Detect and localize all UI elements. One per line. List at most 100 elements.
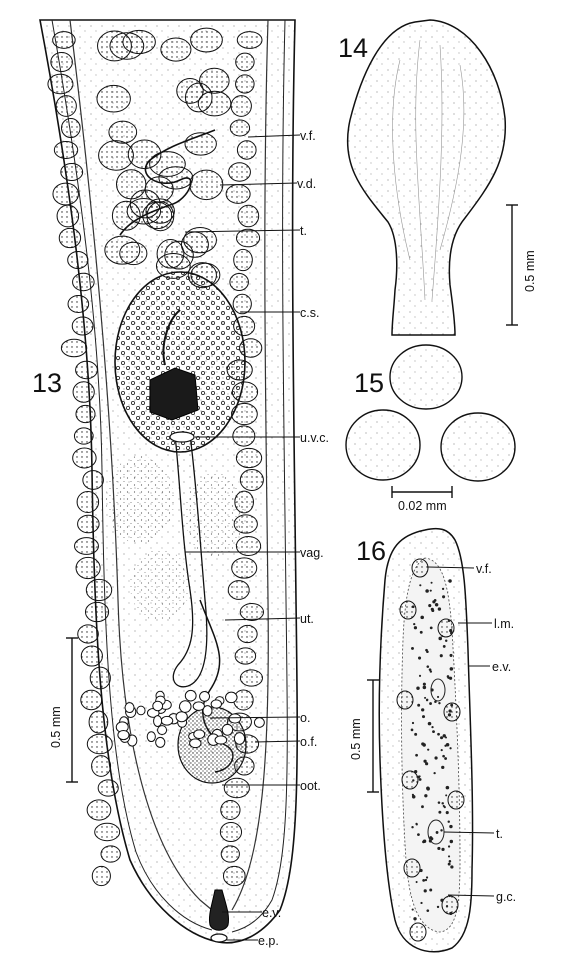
gland-cell-dot <box>433 771 436 775</box>
fig13-number: 13 <box>32 368 62 398</box>
vitelline-follicle <box>94 822 121 842</box>
fig16-follicle <box>401 770 419 790</box>
fig13-scale-label: 0.5 mm <box>49 706 63 748</box>
gland-cell-dot <box>429 670 433 673</box>
fig16-scale-bar: 0.5 mm <box>349 679 379 793</box>
gland-cell-dot <box>411 646 414 650</box>
gland-cell-dot <box>440 898 444 902</box>
testis-cell <box>176 77 204 104</box>
testis-cell <box>180 231 209 258</box>
gland-cell-dot <box>423 759 427 763</box>
gland-cell-dot <box>450 631 453 635</box>
gland-cell-dot <box>445 811 449 815</box>
vitelline-follicle <box>84 601 110 623</box>
gland-cell-dot <box>415 881 418 884</box>
fig13-cuticle-right <box>231 19 288 933</box>
vitelline-follicle <box>237 204 260 228</box>
ovary-cell <box>221 723 234 736</box>
gland-cell-dot <box>436 905 440 909</box>
fig16-scale-label: 0.5 mm <box>349 718 363 760</box>
gland-cell-dot <box>441 802 444 805</box>
gland-cell-dot <box>415 753 418 757</box>
vitelline-follicle <box>86 799 112 821</box>
gland-cell-dot <box>442 595 446 599</box>
testis-cell <box>190 27 223 53</box>
vas-deferens <box>119 129 216 236</box>
fig16-follicle <box>409 922 427 942</box>
figure-13: 13 0.5 mm v.f. v.d. t. c.s. u.v.c. vag. … <box>32 19 329 948</box>
vitelline-follicle <box>80 689 103 711</box>
vitelline-follicle <box>67 250 89 270</box>
vitelline-follicle <box>228 162 251 182</box>
gland-cell-dot <box>450 865 454 869</box>
gland-cell-dot <box>447 713 452 717</box>
testis-cell <box>189 169 224 201</box>
testis-cell <box>145 198 175 224</box>
gland-cell-dot <box>442 645 446 648</box>
gland-cell-dot <box>430 837 434 841</box>
gland-cell-dot <box>437 732 440 736</box>
fig16-follicle <box>396 690 414 710</box>
gland-cell-dot <box>446 675 450 678</box>
gland-cell-dot <box>431 726 434 729</box>
gland-cell-dot <box>428 604 432 608</box>
figure-14: 14 0.5 mm <box>338 19 537 336</box>
vitelline-follicle <box>222 865 246 887</box>
vitelline-follicle <box>229 272 249 292</box>
ovary-cell <box>214 735 228 745</box>
gland-cell-dot <box>411 908 414 911</box>
vitelline-follicle <box>91 755 112 777</box>
vitelline-follicle <box>239 669 263 687</box>
gland-cell-dot <box>448 579 452 583</box>
gland-cell-dot <box>414 732 418 736</box>
ovary-cell <box>189 738 202 749</box>
ovary-cell <box>210 699 223 709</box>
gland-cell-dot <box>448 676 453 680</box>
gland-cell-dot <box>438 701 441 705</box>
vitelline-follicle <box>50 51 73 73</box>
shaded-area-left <box>106 456 174 544</box>
gland-cell-dot <box>447 845 451 848</box>
label-ep: e.p. <box>258 934 279 948</box>
vitelline-follicle <box>91 865 111 887</box>
gland-cell-dot <box>421 805 424 809</box>
gland-cell-dot <box>444 639 448 642</box>
gland-cell-dot <box>449 911 453 916</box>
gland-cell-dot <box>437 801 441 804</box>
gland-cell-dot <box>441 587 445 591</box>
fig13-annotations: v.f. v.d. t. c.s. u.v.c. vag. ut. o. o.f… <box>184 129 329 948</box>
vitelline-follicle <box>236 140 257 160</box>
gland-cell-dot <box>434 602 439 607</box>
testis-cell <box>122 29 156 55</box>
ovary-cell <box>117 729 130 741</box>
gland-cell-dot <box>449 653 453 657</box>
gland-cell-dot <box>412 779 415 782</box>
gland-cell-dot <box>423 889 427 893</box>
label-cs: c.s. <box>300 306 319 320</box>
gland-cell-dot <box>440 829 443 832</box>
fig15-number: 15 <box>354 368 384 398</box>
vitelline-follicle <box>233 248 253 272</box>
vitelline-follicle <box>72 447 97 469</box>
vitelline-follicle <box>71 316 94 336</box>
vitelline-follicle <box>52 31 76 49</box>
gland-cell-dot <box>444 736 448 739</box>
vitelline-follicle <box>235 447 263 469</box>
fig15-scale-bar: 0.02 mm <box>391 486 453 513</box>
vitelline-follicle <box>76 490 100 514</box>
gland-cell-dot <box>426 786 430 791</box>
gland-cell-dot <box>441 765 445 770</box>
gland-cell-dot <box>435 831 439 834</box>
gland-cell-dot <box>443 806 446 809</box>
vitelline-follicle <box>52 182 79 206</box>
gland-cell-dot <box>422 742 425 745</box>
gland-cell-dot <box>447 619 451 623</box>
vitelline-follicle <box>67 295 90 313</box>
vitelline-follicle <box>86 733 113 755</box>
ovary-cell <box>155 736 166 748</box>
gland-cell-dot <box>416 686 420 690</box>
vitelline-follicle <box>75 404 96 424</box>
gland-cell-dot <box>417 703 421 707</box>
cirrus-outline <box>346 19 507 336</box>
vitelline-follicle <box>229 119 251 137</box>
